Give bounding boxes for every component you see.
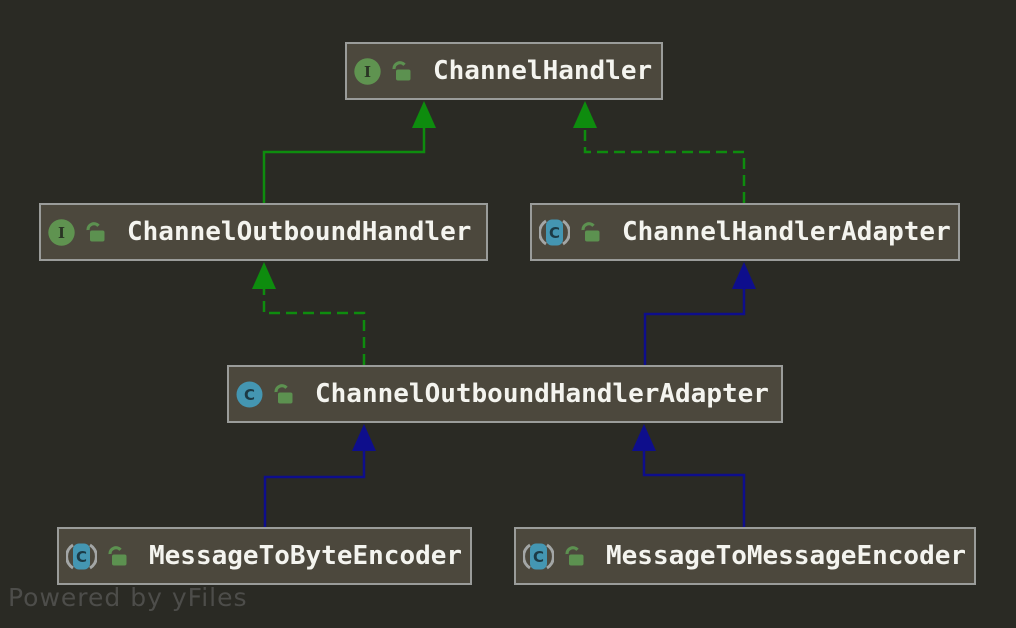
open-lock-icon — [563, 544, 586, 569]
class-node-channelhandler[interactable]: I ChannelHandler — [345, 42, 663, 100]
svg-text:C: C — [549, 224, 560, 242]
edge-extends-class — [632, 424, 746, 527]
class-node-label: MessageToByteEncoder — [149, 541, 463, 571]
class-node-messagetomessageencoder[interactable]: C MessageToMessageEncoder — [514, 527, 976, 585]
class-node-label: MessageToMessageEncoder — [606, 541, 967, 571]
interface-icon: I — [48, 218, 75, 246]
edge-implements-interface — [252, 262, 366, 365]
svg-text:C: C — [244, 386, 255, 404]
class-node-label: ChannelHandler — [433, 56, 653, 86]
interface-icon: I — [354, 57, 381, 85]
svg-text:C: C — [533, 548, 544, 566]
edge-extends-interface — [262, 101, 436, 203]
class-node-label: ChannelOutboundHandlerAdapter — [315, 379, 769, 409]
edge-extends-class — [643, 262, 756, 365]
class-icon: C — [236, 381, 263, 408]
abstract-class-icon: C — [66, 543, 97, 570]
class-node-channeloutboundhandleradapter[interactable]: C ChannelOutboundHandlerAdapter — [227, 365, 783, 423]
open-lock-icon — [390, 59, 413, 84]
edge-implements-interface — [573, 101, 746, 203]
abstract-class-icon: C — [539, 219, 570, 246]
open-lock-icon — [84, 220, 107, 245]
open-lock-icon — [106, 544, 129, 569]
class-node-label: ChannelHandlerAdapter — [622, 217, 951, 247]
open-lock-icon — [272, 382, 295, 407]
svg-text:C: C — [76, 548, 87, 566]
svg-text:I: I — [58, 224, 65, 242]
class-node-channeloutboundhandler[interactable]: I ChannelOutboundHandler — [39, 203, 488, 261]
edge-extends-class — [263, 424, 376, 527]
class-node-messagetobyteencoder[interactable]: C MessageToByteEncoder — [57, 527, 472, 585]
abstract-class-icon: C — [523, 543, 554, 570]
svg-text:I: I — [364, 63, 371, 81]
class-node-channelhandleradapter[interactable]: C ChannelHandlerAdapter — [530, 203, 960, 261]
class-node-label: ChannelOutboundHandler — [127, 217, 472, 247]
yfiles-watermark: Powered by yFiles — [8, 583, 248, 612]
open-lock-icon — [579, 220, 602, 245]
